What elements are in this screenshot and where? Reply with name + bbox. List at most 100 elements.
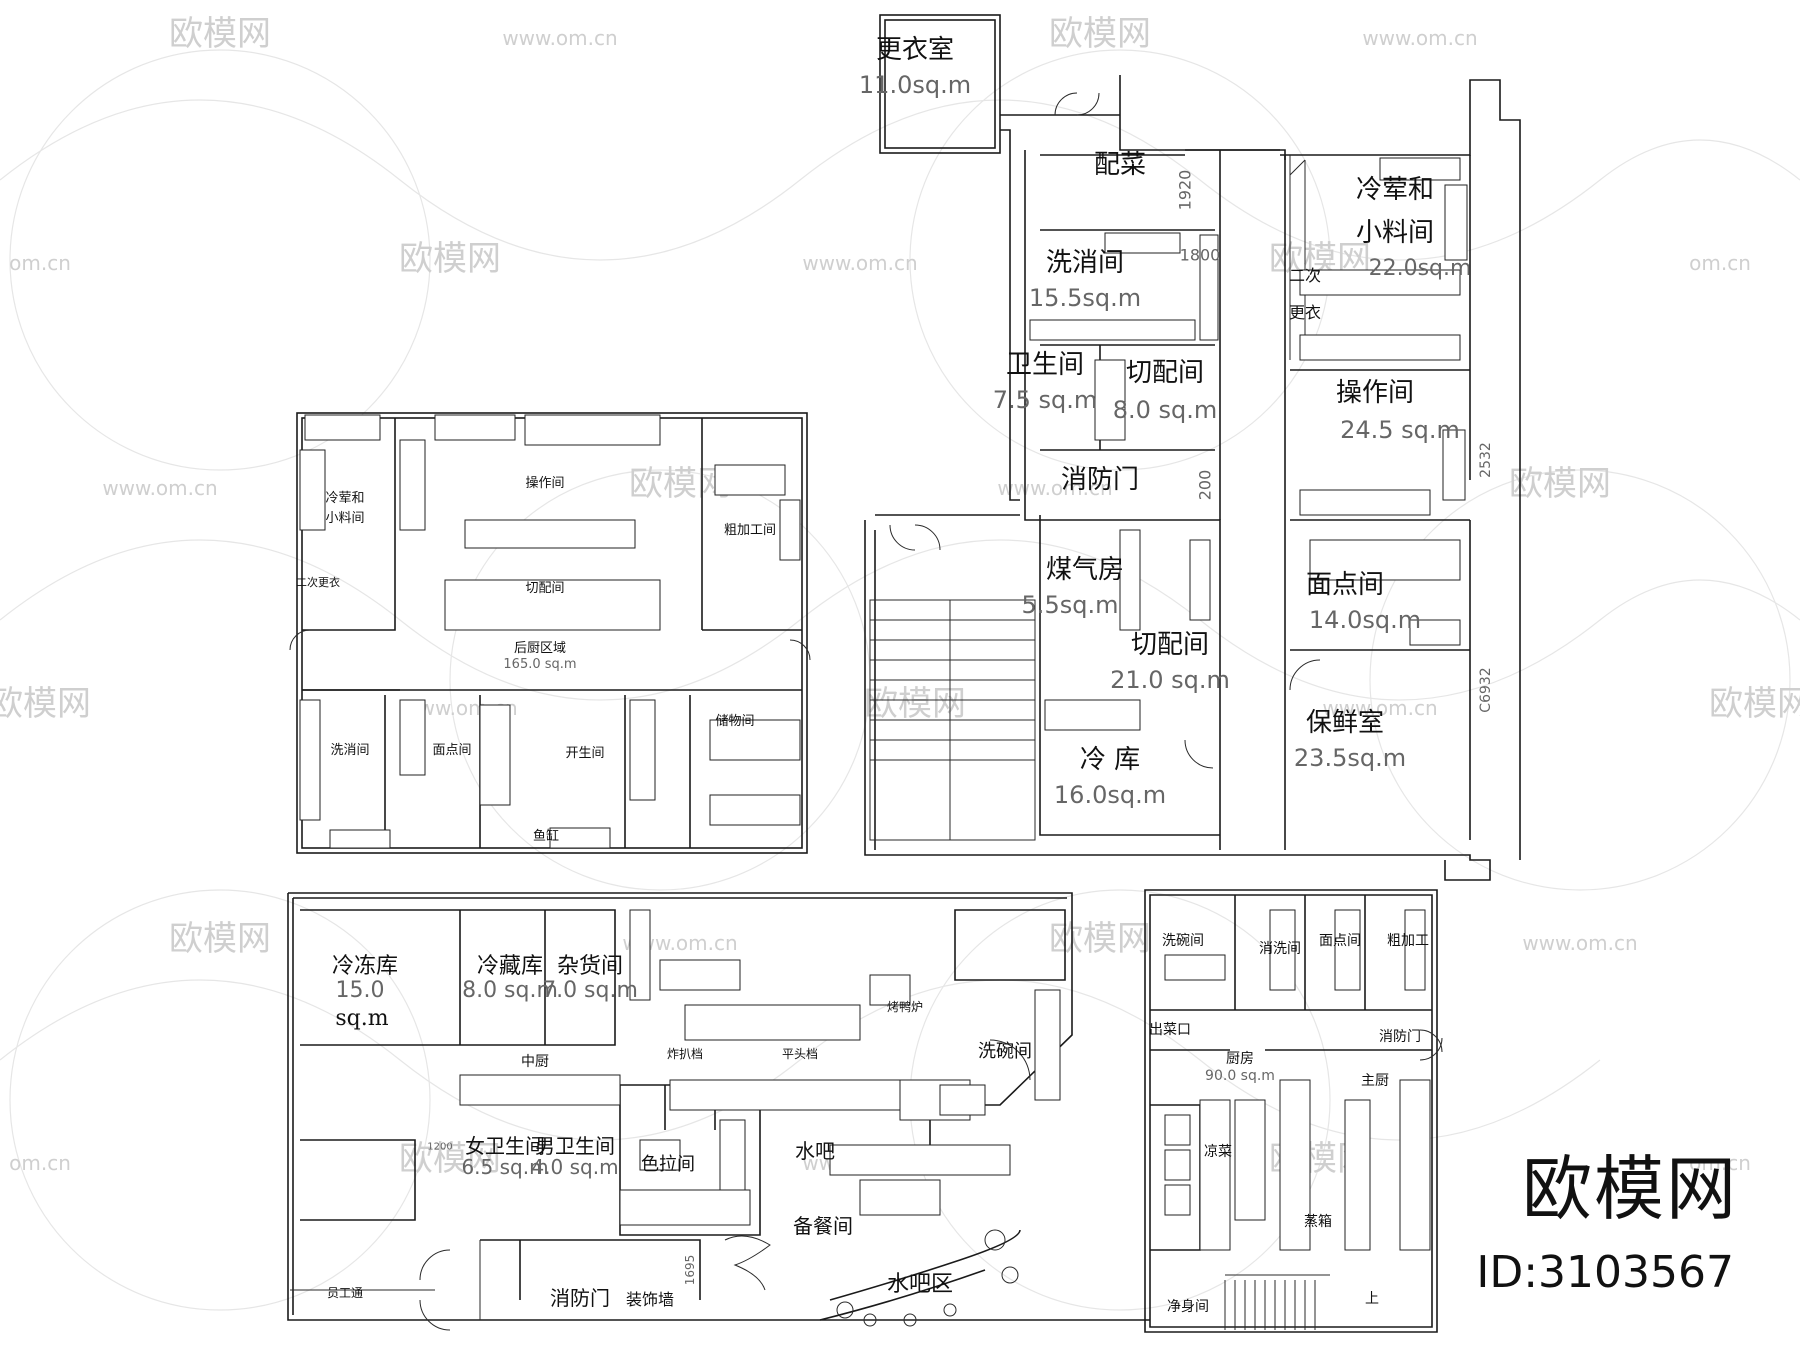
room-area-label: 24.5 sq.m [1340,416,1460,444]
room-name-label: sq.m [335,1006,389,1031]
room-name-label: 洗消间 [1045,248,1125,278]
room-name-label: 备餐间 [793,1214,853,1238]
watermark-texts: 欧模网 www.om.cn 欧模网 www.om.cn om.cn 欧模网 www.om.c… [0,14,1800,1179]
dimension-label: 1200 [427,1141,453,1153]
room-area-label: 6.5 sq.m [461,1155,549,1179]
stairs-a [869,599,1036,841]
room-name-label: 冷 库 [1079,745,1141,775]
room-name-label: 开生间 [565,746,605,761]
room-name-label: 女卫生间 [465,1134,545,1158]
room-name-label: 冷荤和 [1355,175,1435,205]
room-name-label: 更衣室 [875,35,955,65]
footer-brand: 欧模网 [1522,1148,1738,1230]
room-name-label: 中厨 [521,1054,549,1070]
room-name-label: 洗碗间 [1162,933,1204,949]
dimension-label: 2532 [1478,442,1494,478]
plan-d [1144,889,1443,1333]
watermark-text: 欧模网 [629,464,731,504]
room-name-label: 消防门 [1060,465,1140,495]
room-name-label: 水吧 [795,1139,835,1163]
room-name-label: 消防门 [1379,1029,1421,1045]
room-name-label: 色拉间 [641,1154,695,1175]
room-name-label: 凉菜 [1204,1144,1232,1160]
watermark-text: www.om.cn [1322,696,1437,720]
room-name-label: 主厨 [1361,1073,1389,1089]
room-area-label: 90.0 sq.m [1205,1068,1275,1084]
room-area-label: 14.0sq.m [1308,606,1422,634]
room-name-label: 卫生间 [1005,350,1085,380]
watermark-text: om.cn [1689,1151,1751,1175]
room-name-label: 平头档 [781,1047,819,1061]
room-name-label: 操作间 [525,476,565,491]
dimension-label: 1695 [683,1254,697,1286]
room-name-label: 冷藏库 [476,954,544,979]
watermark-text: www.om.cn [502,26,617,50]
room-name-label: 上 [1365,1291,1379,1307]
room-name-label: 面点间 [1319,933,1361,949]
room-name-label: 后厨区域 [513,641,567,656]
watermark-text: www.om.cn [102,476,217,500]
room-area-label: 11.0sq.m [858,71,972,99]
room-name-label: 小料间 [1355,218,1435,248]
watermark-text: www.om.cn [1362,26,1477,50]
watermark-text: www.om.cn [997,476,1112,500]
room-name-label: 储物间 [715,714,755,729]
room-area-label: 23.5sq.m [1293,744,1407,772]
watermark-text: 欧模网 [864,684,966,724]
room-name-label: 烤鸭炉 [886,1000,924,1014]
room-name-label: 切配间 [1125,358,1205,388]
watermark-text: 欧模网 [1709,684,1800,724]
footer-id: ID:3103567 [1476,1247,1734,1298]
room-name-label: 消防门 [550,1286,610,1310]
room-name-label: 保鲜室 [1305,708,1385,738]
room-area-label: 7.0 sq.m [542,978,638,1003]
room-name-label: 面点间 [432,743,472,758]
plan-c [287,892,1150,1331]
room-area-label: 22.0sq.m [1368,256,1472,281]
watermark-text: 欧模网 [1049,919,1151,959]
room-name-label: 二次 [1288,266,1322,285]
dimension-label: C6932 [1478,667,1494,713]
room-name-label: 面点间 [1305,570,1385,600]
watermark-text: 欧模网 [169,14,271,54]
room-name-label: 员工通 [326,1286,364,1300]
room-area-label: 15.0 [335,978,385,1003]
watermark-text: 欧模网 [399,239,501,279]
room-name-label: 冷荤和 [325,491,365,506]
plan-a [864,14,1521,881]
room-name-label: 厨房 [1226,1051,1254,1067]
watermark-text: 欧模网 [0,684,91,724]
room-name-label: 洗碗间 [978,1041,1032,1062]
room-name-label: 水吧区 [886,1272,954,1297]
room-name-label: 配菜 [1093,150,1147,180]
room-name-label: 煤气房 [1045,555,1125,585]
room-name-label: 粗加工间 [723,523,777,538]
watermark-text: om.cn [9,251,71,275]
dimension-label: 1800 [1179,245,1221,265]
watermark-text: om.cn [9,1151,71,1175]
room-area-label: 8.0 sq.m [1112,396,1218,424]
watermark-text: 欧模网 [1049,14,1151,54]
room-name-label: 男卫生间 [535,1134,615,1158]
room-area-label: 8.0 sq.m [462,978,558,1003]
room-area-label: 7.5 sq.m [992,386,1098,414]
room-name-label: 粗加工 [1387,933,1429,949]
room-area-label: 16.0sq.m [1053,781,1167,809]
plan-b [289,412,811,854]
watermark-text: www.om.cn [802,251,917,275]
room-name-label: 消洗间 [1259,941,1301,957]
room-area-label: 165.0 sq.m [503,657,577,672]
room-name-label: 鱼缸 [532,829,560,844]
room-name-label: 二次更衣 [296,576,340,589]
room-name-label: 杂货间 [556,954,624,979]
room-area-label: 21.0 sq.m [1110,666,1230,694]
watermark-text: om.cn [1689,251,1751,275]
room-name-label: 出菜口 [1149,1022,1191,1038]
room-area-label: 15.5sq.m [1028,284,1142,312]
watermark-text: www.om.cn [1522,931,1637,955]
equipment-a [1029,157,1468,731]
room-name-label: 装饰墙 [625,1290,675,1309]
room-name-label: 炸扒档 [666,1047,704,1061]
room-area-label: 4.0 sq.m [531,1155,619,1179]
